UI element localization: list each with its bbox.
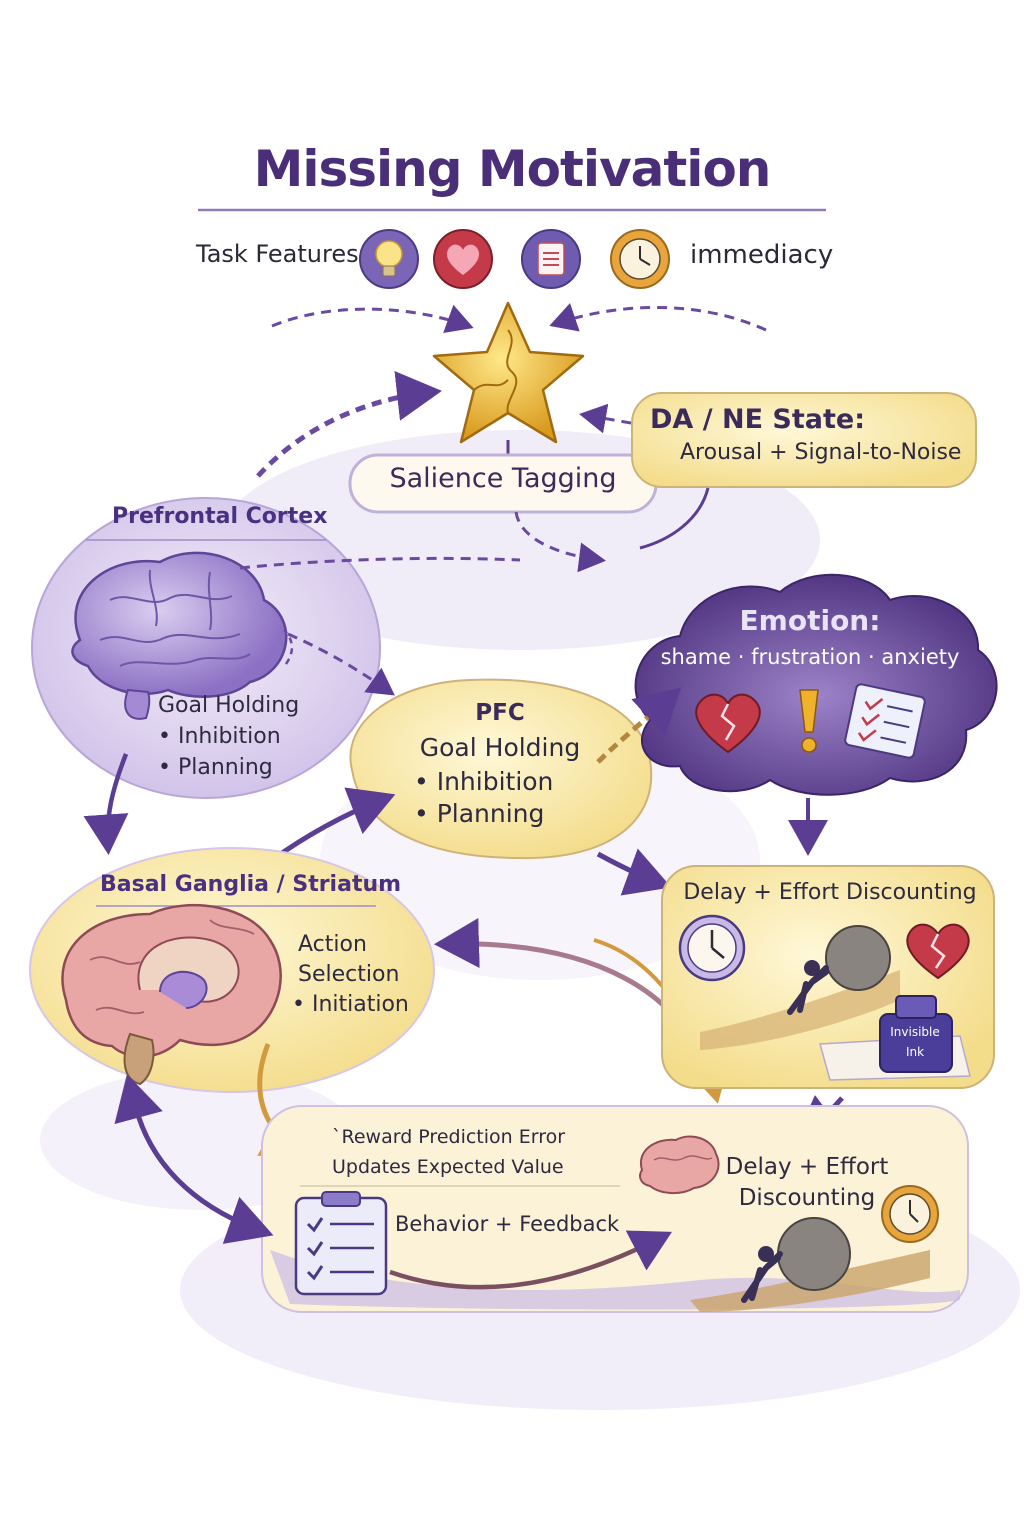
discount-top-label: Delay + Effort Discounting — [683, 880, 977, 905]
broken-heart-icon — [695, 693, 761, 754]
pfc-blob — [349, 678, 653, 860]
immediacy-label: immediacy — [690, 240, 834, 270]
rpe-line-1: `Reward Prediction Error — [332, 1126, 566, 1148]
heart-icon — [433, 229, 493, 289]
dane-box — [631, 392, 977, 488]
rpe-text: `Reward Prediction Error Updates Expecte… — [332, 1122, 565, 1182]
lightbulb-icon — [359, 229, 419, 289]
basal-item-action: Action — [298, 932, 367, 957]
pfc-item-planning: • Planning — [414, 799, 545, 828]
page-title: Missing Motivation — [253, 140, 772, 198]
star-puzzle-icon — [432, 301, 585, 444]
task-features-label: Task Features — [196, 240, 359, 268]
boulder-pusher-icon — [700, 925, 900, 1050]
salience-label: Salience Tagging — [389, 463, 617, 494]
basal-title: Basal Ganglia / Striatum — [100, 872, 402, 897]
ink-label: Invisible Ink — [890, 1025, 940, 1059]
basal-brain-icon — [61, 903, 282, 1086]
checklist-icon — [844, 683, 926, 759]
exclamation-icon — [799, 689, 819, 753]
arrow-pfc-to-discount — [596, 848, 672, 896]
rpe-line-2: Updates Expected Value — [332, 1156, 564, 1178]
behavior-feedback-label: Behavior + Feedback — [395, 1212, 620, 1236]
prefrontal-item-inhibition: • Inhibition — [158, 724, 281, 749]
dane-title: DA / NE State: — [650, 404, 865, 435]
feedback-clipboard-icon — [294, 1191, 388, 1296]
prefrontal-item-goal: Goal Holding — [158, 693, 300, 718]
clock-icon — [610, 229, 670, 289]
arrow-prefrontal-to-basal — [83, 753, 129, 855]
pfc-list: • Inhibition • Planning — [414, 766, 553, 830]
basal-item-initiation: • Initiation — [292, 992, 409, 1017]
feedback-brain-icon — [639, 1135, 720, 1194]
prefrontal-title: Prefrontal Cortex — [112, 504, 328, 529]
prefrontal-items: Goal Holding • Inhibition • Planning — [158, 690, 299, 783]
dashed-arrow-cortex-to-pfc — [287, 632, 395, 696]
pfc-goal-holding: Goal Holding — [419, 733, 581, 762]
dane-subtitle: Arousal + Signal-to-Noise — [680, 440, 962, 465]
arrow-dane-to-salience — [639, 487, 710, 550]
dashed-arrow-pfc-cortex-to-salience — [239, 556, 521, 570]
discount-bottom-label: Delay + Effort Discounting — [725, 1154, 889, 1211]
basal-item-selection: Selection — [298, 962, 400, 987]
pfc-heading: PFC — [475, 700, 525, 726]
feedback-clock-icon — [881, 1185, 939, 1243]
dashed-arrow-pfc-to-emotion — [596, 687, 682, 764]
arrow-basal-feedback-double — [114, 1074, 274, 1244]
emotion-subtitle: shame · frustration · anxiety — [660, 645, 960, 669]
dashed-arrows-to-star — [256, 303, 767, 478]
emotion-title: Emotion: — [739, 604, 881, 637]
basal-items: Action Selection • Initiation — [292, 930, 409, 1020]
feedback-boulder-pusher-icon — [690, 1217, 930, 1312]
arrow-salience-to-pfc — [514, 511, 606, 573]
arrow-behavior-to-discount — [389, 1230, 672, 1290]
dashed-arrow-cortex-loop — [283, 629, 294, 665]
pfc-item-inhibition: • Inhibition — [414, 767, 554, 796]
clipboard-icon — [521, 229, 581, 289]
prefrontal-item-planning: • Planning — [158, 755, 273, 780]
ink-bottle-icon — [819, 995, 971, 1081]
discount-clock-icon — [678, 914, 746, 982]
prefrontal-brain-icon — [71, 551, 288, 720]
discount-broken-heart-icon — [906, 923, 970, 980]
